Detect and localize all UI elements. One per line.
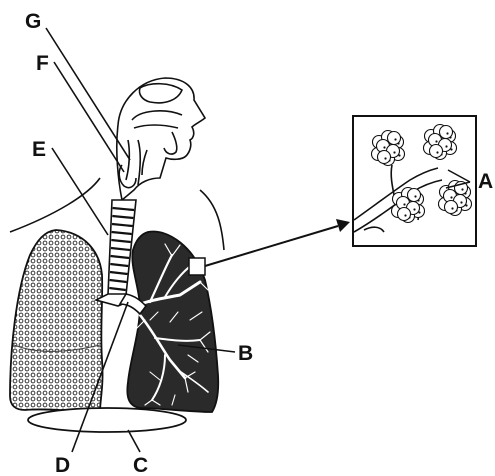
alveolus	[378, 151, 391, 164]
alveolus	[430, 145, 443, 158]
right-lung	[10, 230, 103, 412]
alveolus-shading	[460, 201, 462, 203]
alveolus	[408, 189, 421, 202]
alveolus-shading	[393, 151, 395, 153]
alveolus	[440, 126, 453, 139]
alveolus-shading	[414, 195, 416, 197]
alveoli-cluster-icon	[353, 116, 476, 246]
alveolus-shading	[403, 203, 405, 205]
alveolus-shading	[450, 196, 452, 198]
alveolus	[398, 208, 411, 221]
alveolus-shading	[435, 140, 437, 142]
label-d: D	[55, 454, 70, 476]
label-e: E	[32, 138, 46, 161]
alveolus	[445, 201, 458, 214]
leader-f	[54, 62, 124, 172]
zoom-region-marker	[189, 258, 205, 275]
arrow-right-icon	[205, 219, 350, 266]
trachea	[108, 200, 136, 295]
label-b: B	[238, 342, 253, 365]
label-f: F	[36, 52, 49, 75]
label-c: C	[133, 454, 148, 476]
head-airway	[117, 78, 205, 200]
label-a: A	[478, 170, 493, 193]
alveolus-shading	[404, 214, 406, 216]
alveolus-shading	[394, 138, 396, 140]
leader-e	[52, 148, 108, 235]
alveolus-shading	[436, 151, 438, 153]
alveolus-shading	[413, 208, 415, 210]
alveolus-shading	[383, 146, 385, 148]
alveolus-shading	[461, 188, 463, 190]
alveolus-shading	[446, 132, 448, 134]
alveolus-shading	[451, 207, 453, 209]
label-g: G	[25, 10, 41, 33]
leader-c	[128, 430, 140, 452]
alveolus	[388, 132, 401, 145]
alveolus-shading	[445, 145, 447, 147]
diaphragm	[28, 408, 186, 432]
alveolus-shading	[384, 157, 386, 159]
leader-g	[46, 28, 130, 160]
